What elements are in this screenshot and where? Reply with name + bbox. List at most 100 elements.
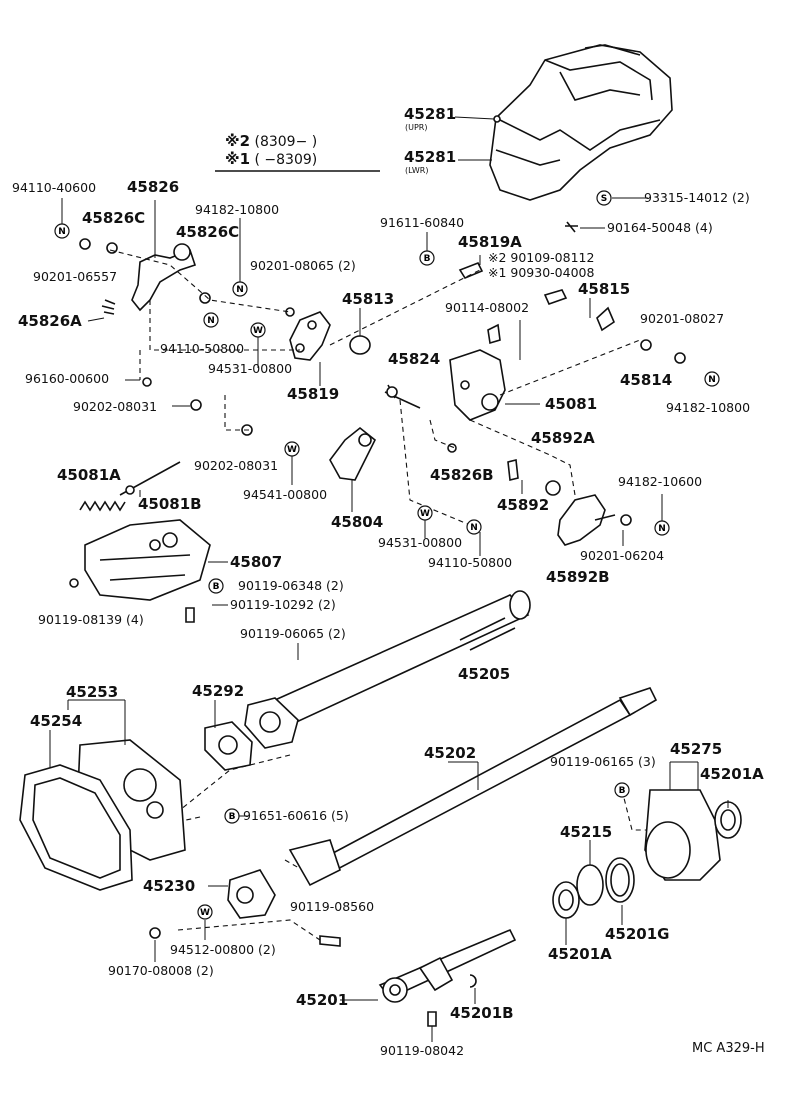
label-45807: 45807 xyxy=(230,553,283,571)
n-symbol: N xyxy=(704,371,720,387)
svg-text:N: N xyxy=(708,375,716,385)
legend-row-1: ※2 (8309− ) xyxy=(225,132,318,150)
label-45201a-a: 45201A xyxy=(700,765,764,783)
label-45813: 45813 xyxy=(342,290,395,308)
w-symbol: W xyxy=(197,904,213,920)
label-45292: 45292 xyxy=(192,682,245,700)
label-45892: 45892 xyxy=(497,496,550,514)
label-45826a: 45826A xyxy=(18,312,82,330)
column-tube-45205-part xyxy=(244,590,531,749)
n-symbol: N xyxy=(54,223,70,239)
label-90119-06348: 90119-06348 (2) xyxy=(238,578,344,593)
svg-text:W: W xyxy=(200,908,210,918)
label-91651: 91651-60616 (5) xyxy=(243,808,349,823)
label-45230: 45230 xyxy=(143,877,196,895)
spring-45081a-part xyxy=(79,461,181,512)
intermediate-shaft-45202-part xyxy=(288,687,658,887)
label-94182-10600: 94182-10600 xyxy=(618,474,703,489)
svg-text:W: W xyxy=(287,445,297,455)
label-45081b: 45081B xyxy=(138,495,202,513)
lever-45804-part xyxy=(329,426,377,481)
svg-text:W: W xyxy=(253,326,263,336)
svg-text:N: N xyxy=(207,316,215,326)
label-45824: 45824 xyxy=(388,350,441,368)
label-90119-10292: 90119-10292 (2) xyxy=(230,597,336,612)
label-90202-08031-a: 90202-08031 xyxy=(73,399,158,414)
svg-text:B: B xyxy=(213,582,220,592)
label-45826c-a: 45826C xyxy=(82,209,146,227)
bracket-45807-part xyxy=(84,519,211,601)
n-symbol: N xyxy=(466,519,482,535)
w-symbol: W xyxy=(284,441,300,457)
label-94531-00800-b: 94531-00800 xyxy=(378,535,463,550)
legend-row-2: ※1 ( −8309) xyxy=(225,150,318,168)
w-symbol: W xyxy=(250,322,266,338)
s-symbol: S xyxy=(596,190,612,206)
label-45892a: 45892A xyxy=(531,429,595,447)
label-45819: 45819 xyxy=(287,385,340,403)
gasket-45254-part xyxy=(19,764,133,891)
label-94182-10800-a: 94182-10800 xyxy=(195,202,280,217)
label-90930: ※1 90930-04008 xyxy=(488,265,595,280)
bracket-45892b-part xyxy=(557,494,616,546)
label-45201g: 45201G xyxy=(605,925,670,943)
label-45815: 45815 xyxy=(578,280,631,298)
assembly-dashed-lines xyxy=(109,249,650,941)
svg-text:N: N xyxy=(658,524,666,534)
label-45826c-b: 45826C xyxy=(176,223,240,241)
label-45814: 45814 xyxy=(620,371,673,389)
lever-45826-part xyxy=(101,243,197,315)
svg-text:N: N xyxy=(236,285,244,295)
label-45215: 45215 xyxy=(560,823,613,841)
lower-leader-lines xyxy=(49,699,729,1042)
label-94512: 94512-00800 (2) xyxy=(170,942,276,957)
label-45254: 45254 xyxy=(30,712,83,730)
n-symbol: N xyxy=(654,520,670,536)
svg-text:B: B xyxy=(424,254,431,264)
bracket-45819-part xyxy=(289,311,331,361)
label-45081: 45081 xyxy=(545,395,598,413)
housing-45275-part xyxy=(644,789,721,881)
bracket-45081-part xyxy=(449,349,506,421)
label-90201-06557: 90201-06557 xyxy=(33,269,118,284)
label-91611: 91611-60840 xyxy=(380,215,465,230)
diagram-code: MC A329-H xyxy=(692,1041,765,1056)
symbol-markers: N N N W B N W W N N B S B B W xyxy=(54,190,720,920)
b-symbol: B xyxy=(224,808,240,824)
label-94531-00800-a: 94531-00800 xyxy=(208,361,293,376)
label-94110-40600: 94110-40600 xyxy=(12,180,97,195)
universal-joint-45201-part xyxy=(378,928,517,1003)
label-90119-08042: 90119-08042 xyxy=(380,1043,465,1058)
label-90119-08560: 90119-08560 xyxy=(290,899,375,914)
label-90164: 90164-50048 (4) xyxy=(607,220,713,235)
label-45253: 45253 xyxy=(66,683,119,701)
label-45205: 45205 xyxy=(458,665,511,683)
label-45819a: 45819A xyxy=(458,233,522,251)
svg-text:N: N xyxy=(58,227,66,237)
label-90201-06204: 90201-06204 xyxy=(580,548,665,563)
label-93315: 93315-14012 (2) xyxy=(644,190,750,205)
label-90202-08031-b: 90202-08031 xyxy=(194,458,279,473)
label-90114: 90114-08002 xyxy=(445,300,530,315)
label-94110-50800-a: 94110-50800 xyxy=(160,341,245,356)
column-cover-part xyxy=(489,44,673,201)
label-45202: 45202 xyxy=(424,744,477,762)
b-symbol: B xyxy=(614,782,630,798)
label-90201-08065: 90201-08065 (2) xyxy=(250,258,356,273)
n-symbol: N xyxy=(232,281,248,297)
label-94182-10800-b: 94182-10800 xyxy=(666,400,751,415)
w-symbol: W xyxy=(417,505,433,521)
label-45281-lwr: 45281 xyxy=(404,148,457,166)
label-45201: 45201 xyxy=(296,991,349,1009)
label-45201a-b: 45201A xyxy=(548,945,612,963)
label-45281-lwr-note: (LWR) xyxy=(405,166,429,175)
label-90119-08139: 90119-08139 (4) xyxy=(38,612,144,627)
label-90170: 90170-08008 (2) xyxy=(108,963,214,978)
label-45081a: 45081A xyxy=(57,466,121,484)
label-90201-08027: 90201-08027 xyxy=(640,311,725,326)
label-90119-06165: 90119-06165 (3) xyxy=(550,754,656,769)
label-45281-upr: 45281 xyxy=(404,105,457,123)
label-45826b: 45826B xyxy=(430,466,494,484)
